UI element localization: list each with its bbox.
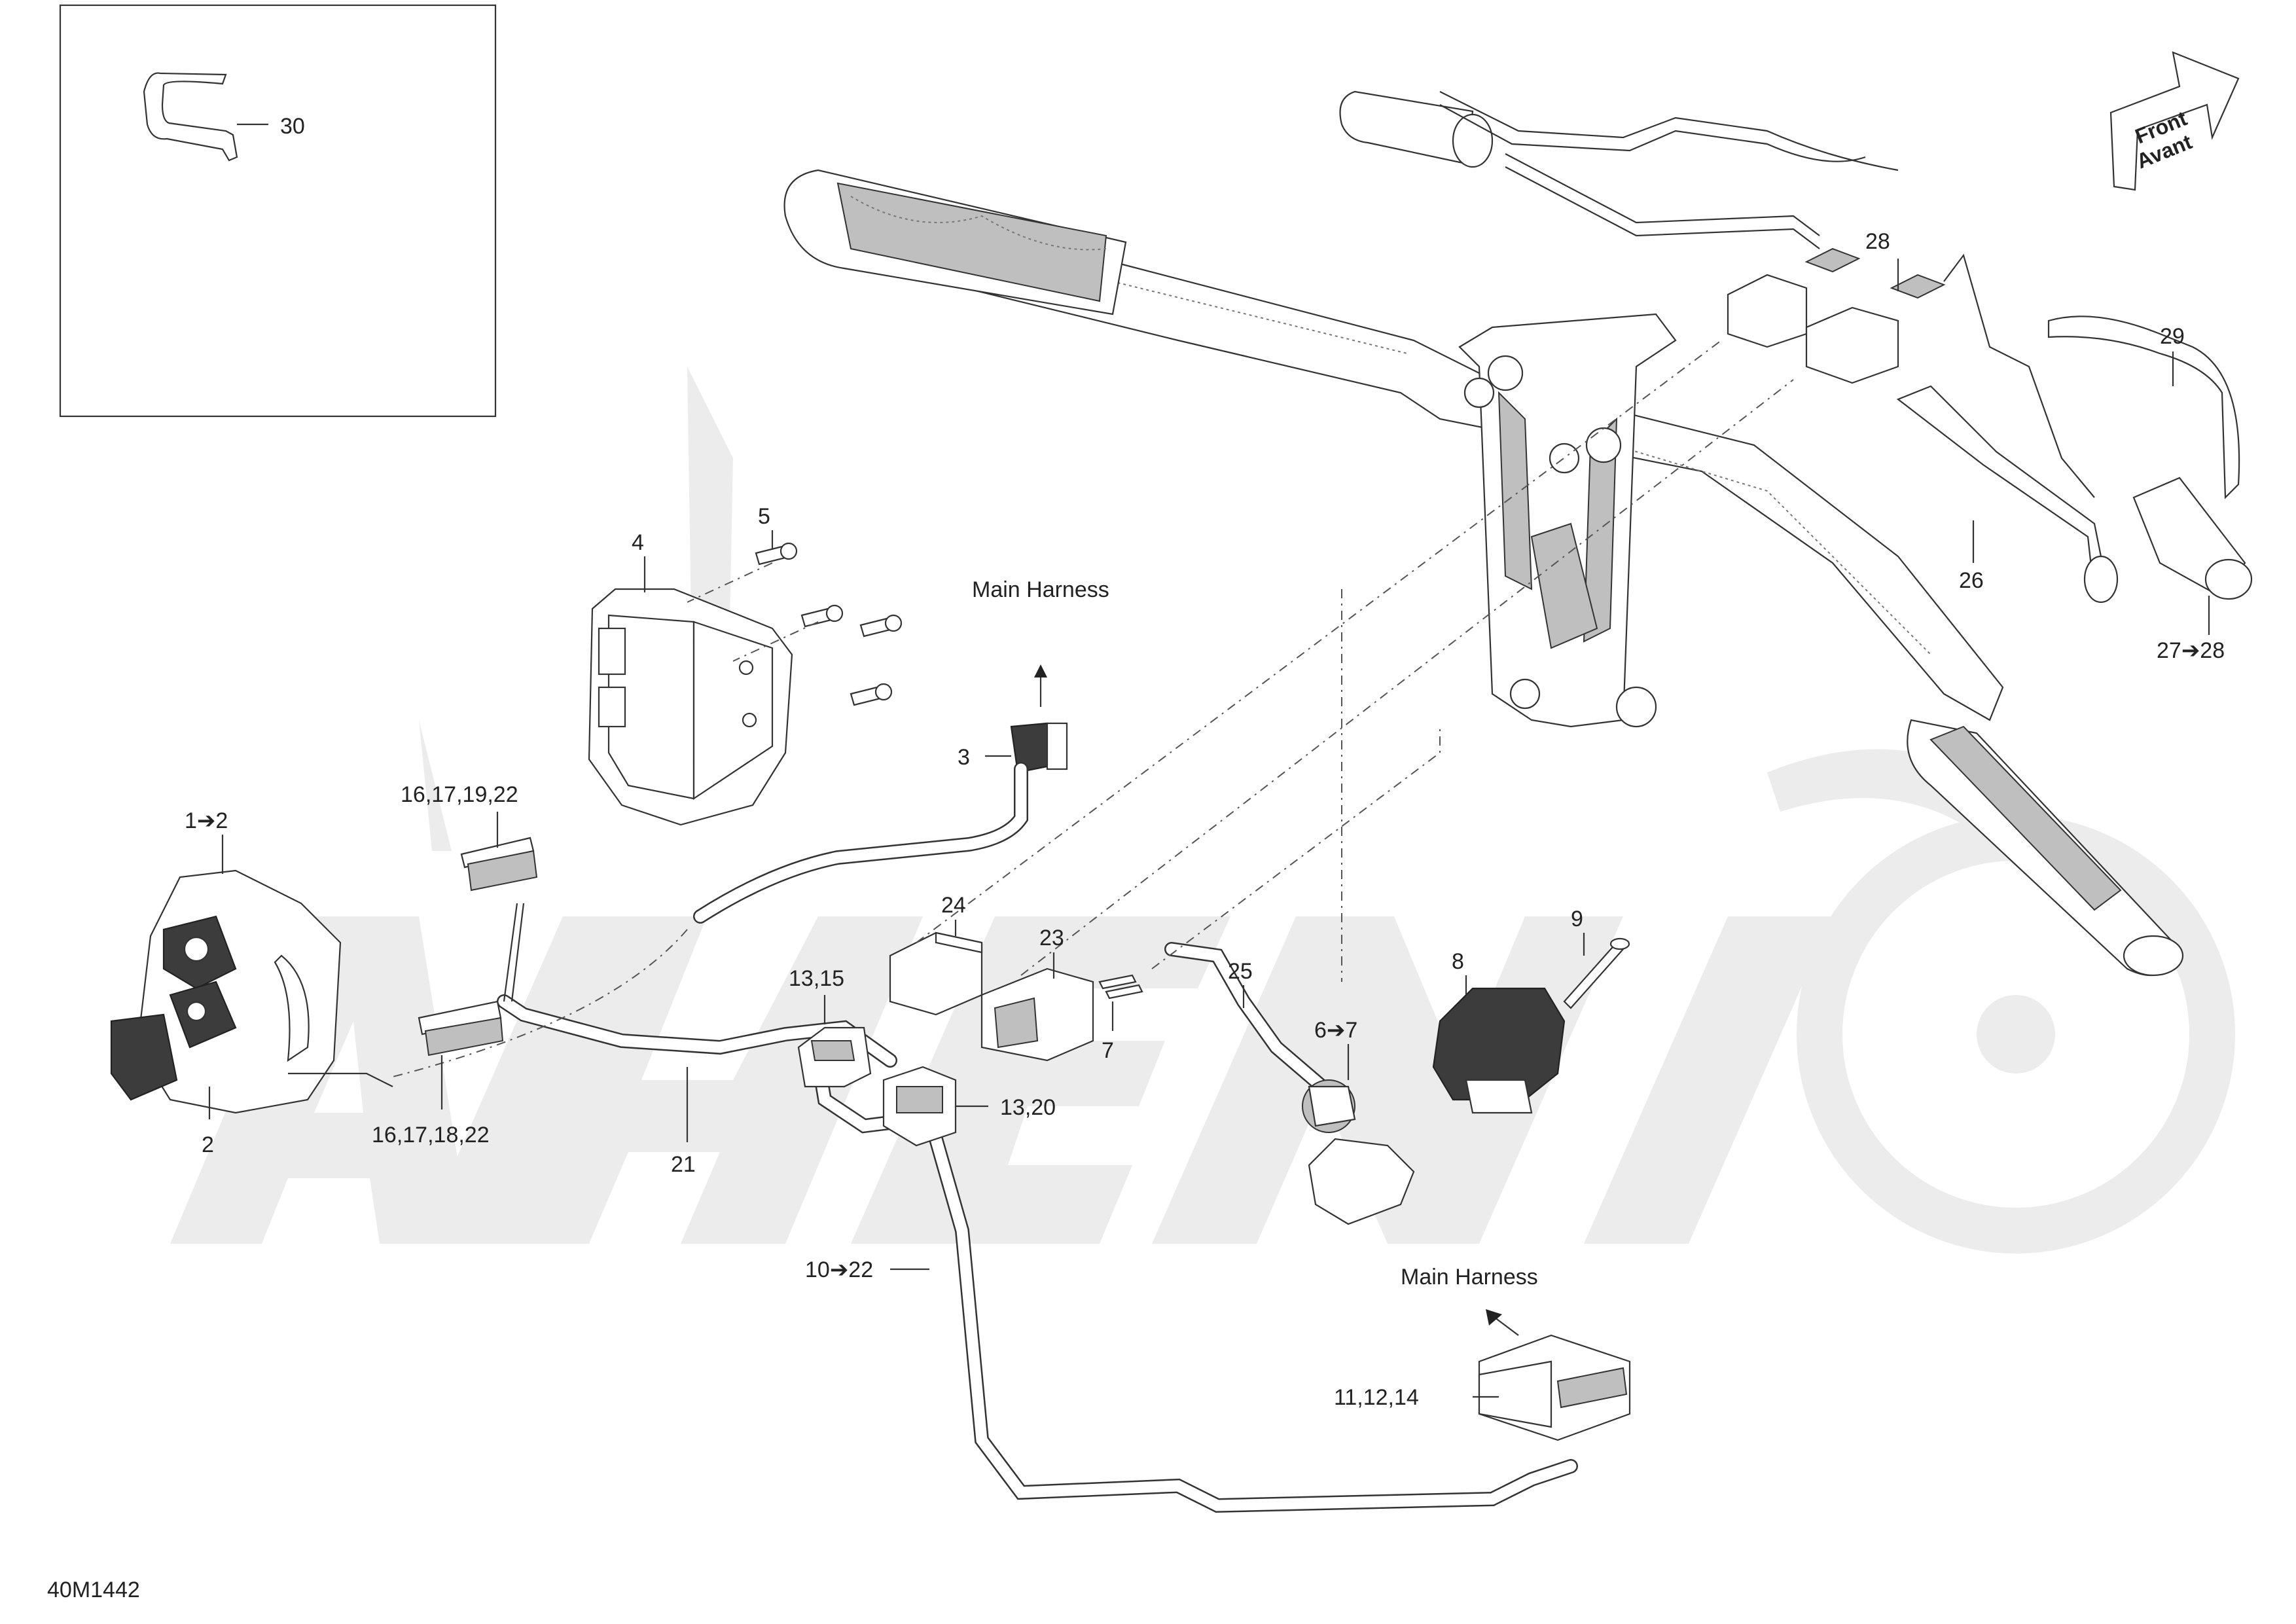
tube-26 — [1896, 385, 2119, 604]
callout-16-17-19-22: 16,17,19,22 — [401, 782, 518, 807]
pins-7 — [1098, 974, 1143, 1000]
callout-25: 25 — [1228, 959, 1253, 984]
callout-1-2: 1➔2 — [185, 808, 228, 833]
pin-9 — [1563, 937, 1630, 1009]
callout-7: 7 — [1102, 1038, 1114, 1063]
tube-29 — [2047, 316, 2240, 499]
connection-lines — [392, 340, 1794, 1077]
diagram-code: 40M1442 — [47, 1578, 140, 1602]
connector-13-20 — [882, 1066, 957, 1147]
callout-23: 23 — [1039, 926, 1064, 950]
connector-16-17-18-22 — [418, 1000, 504, 1056]
module-11-12-14 — [1478, 1334, 1631, 1441]
main-harness-note-bottom: Main Harness — [1401, 1265, 1538, 1290]
main-harness-note-top: Main Harness — [972, 577, 1109, 602]
callout-4: 4 — [632, 530, 644, 555]
callout-13-15: 13,15 — [789, 966, 844, 991]
callout-6-7: 6➔7 — [1314, 1018, 1357, 1043]
callout-3: 3 — [958, 745, 970, 770]
connector-28 — [1727, 247, 2095, 498]
connector-23 — [980, 967, 1094, 1062]
housing-4 — [588, 588, 793, 826]
connector-3 — [693, 722, 1068, 924]
callout-8: 8 — [1452, 949, 1464, 974]
handlebar — [783, 90, 2184, 977]
callout-30: 30 — [280, 114, 305, 139]
callout-10-22: 10➔22 — [805, 1257, 873, 1282]
cover-8 — [1432, 987, 1566, 1114]
switch-housing-1-2 — [110, 869, 393, 1114]
callout-16-17-18-22: 16,17,18,22 — [372, 1123, 490, 1147]
callout-27-28: 27➔28 — [2157, 638, 2225, 663]
callout-11-12-14: 11,12,14 — [1334, 1385, 1419, 1410]
tube-27 — [2132, 477, 2253, 600]
switch-6-7 — [1302, 1079, 1415, 1225]
callout-labels: 30 5 4 3 16,17,19,22 1➔2 2 16,17,18,22 2… — [47, 106, 2225, 1602]
harness-direction-arrows — [1034, 664, 1519, 1336]
callout-26: 26 — [1959, 568, 1984, 593]
connector-16-17-19-22 — [460, 837, 538, 892]
callout-9: 9 — [1571, 907, 1583, 931]
callout-21: 21 — [671, 1152, 696, 1177]
leader-lines — [208, 259, 2210, 1398]
callout-2: 2 — [202, 1132, 214, 1157]
callout-29: 29 — [2160, 324, 2185, 349]
callout-13-20: 13,20 — [1000, 1095, 1056, 1120]
screws-5 — [687, 542, 903, 706]
front-direction-arrow — [2109, 51, 2240, 191]
callout-24: 24 — [941, 893, 966, 918]
callout-28: 28 — [1865, 229, 1890, 254]
connector-13-15 — [797, 1026, 872, 1088]
callout-5: 5 — [758, 504, 770, 529]
inset-box — [59, 4, 497, 418]
